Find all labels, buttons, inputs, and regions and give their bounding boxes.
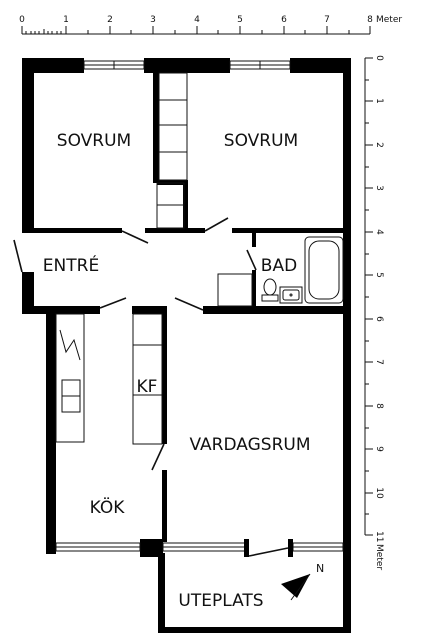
room-label-kitchen-cabinet: KF (137, 377, 158, 397)
top-scale-tick: 3 (150, 15, 156, 25)
top-scale-bar: 0 1 2 3 4 5 6 7 8 Meter (19, 15, 402, 35)
right-scale-tick: 8 (374, 403, 384, 409)
right-scale-tick: 11 (374, 531, 384, 542)
room-label-bedroom-left: SOVRUM (57, 131, 131, 151)
right-scale-tick: 9 (374, 446, 384, 452)
right-scale-tick: 2 (374, 142, 384, 148)
right-scale-tick: 4 (374, 229, 384, 235)
top-scale-tick: 1 (63, 15, 69, 25)
room-label-entrance: ENTRÉ (43, 254, 99, 276)
bathroom-fixtures (217, 236, 344, 307)
right-scale-tick: 6 (374, 316, 384, 322)
doors (13, 217, 289, 557)
room-label-kitchen: KÖK (90, 496, 126, 518)
kitchen-fixtures (55, 313, 163, 445)
right-scale-tick: 10 (374, 487, 384, 499)
top-scale-tick: 7 (324, 15, 330, 25)
top-scale-tick: 2 (107, 15, 113, 25)
room-label-living-room: VARDAGSRUM (190, 435, 311, 455)
wardrobe (156, 72, 188, 229)
room-label-bedroom-right: SOVRUM (224, 131, 298, 151)
window-frames (244, 539, 293, 557)
right-scale-tick: 1 (374, 98, 384, 104)
room-label-bathroom: BAD (261, 256, 297, 276)
right-scale-bar: 0 1 2 3 4 5 6 7 8 9 10 11 Meter (364, 55, 384, 570)
right-scale-tick: 3 (374, 185, 384, 191)
north-arrow-icon: N (281, 562, 324, 601)
room-label-patio: UTEPLATS (178, 591, 263, 611)
right-scale-tick: 5 (374, 272, 384, 278)
top-scale-tick: 0 (19, 15, 25, 25)
top-scale-tick: 6 (281, 15, 287, 25)
right-scale-tick: 7 (374, 359, 384, 365)
top-scale-unit: Meter (376, 15, 402, 25)
compass-north-label: N (316, 562, 324, 575)
top-scale-tick: 4 (194, 15, 200, 25)
top-scale-tick: 8 (367, 15, 373, 25)
right-scale-tick: 0 (374, 55, 384, 61)
right-scale-unit: Meter (374, 544, 384, 570)
top-scale-tick: 5 (237, 15, 243, 25)
